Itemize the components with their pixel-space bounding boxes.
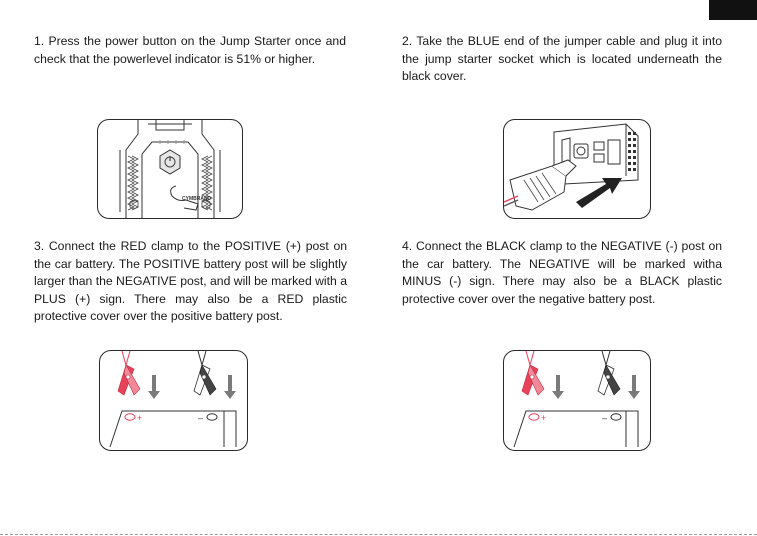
positive-terminal-icon bbox=[124, 413, 136, 421]
negative-terminal-icon bbox=[610, 413, 622, 421]
black-clamp-illustration: + – bbox=[503, 350, 651, 451]
red-clamp-drawing: + – bbox=[109, 351, 237, 448]
red-clamp-illustration: + – bbox=[99, 350, 248, 451]
down-arrow-icon bbox=[552, 375, 640, 399]
brand-mark: CYMBRAND bbox=[182, 196, 212, 202]
red-clamp-icon bbox=[521, 351, 545, 396]
plus-sign: + bbox=[137, 413, 142, 423]
black-clamp-icon bbox=[193, 351, 217, 396]
corner-tab bbox=[709, 0, 757, 20]
cable-socket-illustration bbox=[503, 119, 651, 219]
minus-sign: – bbox=[198, 413, 203, 423]
cable-socket-drawing bbox=[504, 123, 639, 211]
jump-starter-illustration: CYMBRAND bbox=[97, 119, 243, 219]
jump-starter-drawing: CYMBRAND bbox=[119, 120, 221, 218]
step-4-text: 4. Connect the BLACK clamp to the NEGATI… bbox=[402, 239, 722, 306]
black-clamp-icon bbox=[597, 351, 621, 396]
power-button-icon bbox=[159, 149, 181, 175]
minus-sign: – bbox=[602, 413, 607, 423]
step-2-text: 2. Take the BLUE end of the jumper cable… bbox=[402, 34, 722, 84]
negative-terminal-icon bbox=[206, 413, 218, 421]
step-1-text: 1. Press the power button on the Jump St… bbox=[34, 34, 346, 66]
plus-sign: + bbox=[541, 413, 546, 423]
push-arrow-icon bbox=[576, 178, 622, 208]
step-3-text: 3. Connect the RED clamp to the POSITIVE… bbox=[34, 239, 347, 324]
red-clamp-icon bbox=[117, 351, 141, 396]
down-arrow-icon bbox=[148, 375, 236, 399]
black-clamp-drawing: + – bbox=[513, 351, 640, 448]
positive-terminal-icon bbox=[528, 413, 540, 421]
bottom-rule bbox=[0, 534, 757, 535]
